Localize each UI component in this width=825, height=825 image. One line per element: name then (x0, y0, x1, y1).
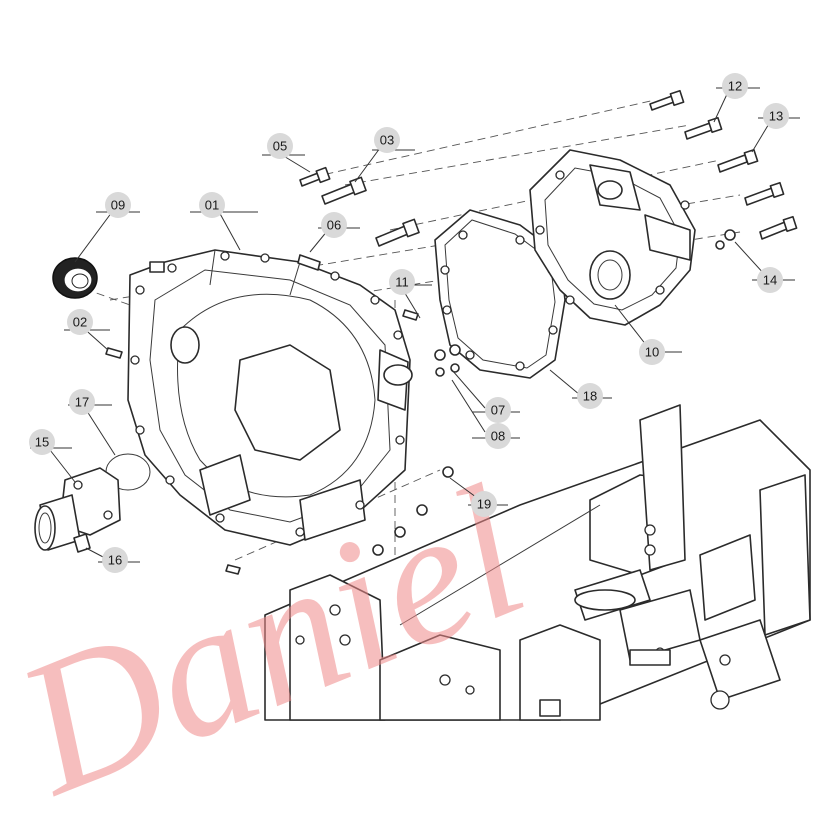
gasket (434, 209, 566, 379)
chassis-frame (264, 404, 811, 721)
callout-17-label: 17 (75, 395, 89, 410)
callout-15-label: 15 (35, 435, 49, 450)
callout-16: 16 (102, 547, 128, 573)
callout-10: 10 (639, 339, 665, 365)
gearbox-cover (529, 149, 696, 326)
callout-labels: 01 02 03 05 06 07 08 09 (29, 73, 789, 573)
callout-01-label: 01 (205, 198, 219, 213)
callout-01: 01 (199, 192, 225, 218)
callout-19-label: 19 (477, 497, 491, 512)
clutch-housing (127, 249, 413, 546)
small-fasteners (105, 229, 736, 575)
callout-02-label: 02 (73, 315, 87, 330)
callout-18-label: 18 (583, 389, 597, 404)
callout-14: 14 (757, 267, 783, 293)
callout-05: 05 (267, 133, 293, 159)
callout-06: 06 (321, 212, 347, 238)
callout-15: 15 (29, 429, 55, 455)
callout-11-label: 11 (395, 275, 409, 290)
callout-10-label: 10 (645, 345, 659, 360)
callout-19: 19 (471, 491, 497, 517)
callout-18: 18 (577, 383, 603, 409)
callout-17: 17 (69, 389, 95, 415)
callout-06-label: 06 (327, 218, 341, 233)
callout-09-label: 09 (111, 198, 125, 213)
callout-16-label: 16 (108, 553, 122, 568)
callout-08-label: 08 (491, 429, 505, 444)
callout-13: 13 (763, 103, 789, 129)
callout-03-label: 03 (380, 133, 394, 148)
callout-07: 07 (485, 397, 511, 423)
callout-02: 02 (67, 309, 93, 335)
callout-12: 12 (722, 73, 748, 99)
bolts (297, 89, 798, 271)
bearing-housing (34, 453, 151, 553)
callout-08: 08 (485, 423, 511, 449)
callout-09: 09 (105, 192, 131, 218)
callout-07-label: 07 (491, 403, 505, 418)
callout-03: 03 (374, 127, 400, 153)
callout-13-label: 13 (769, 109, 783, 124)
oil-seal (52, 257, 98, 299)
callout-12-label: 12 (728, 79, 742, 94)
callout-05-label: 05 (273, 139, 287, 154)
callout-11: 11 (389, 269, 415, 295)
callout-14-label: 14 (763, 273, 777, 288)
